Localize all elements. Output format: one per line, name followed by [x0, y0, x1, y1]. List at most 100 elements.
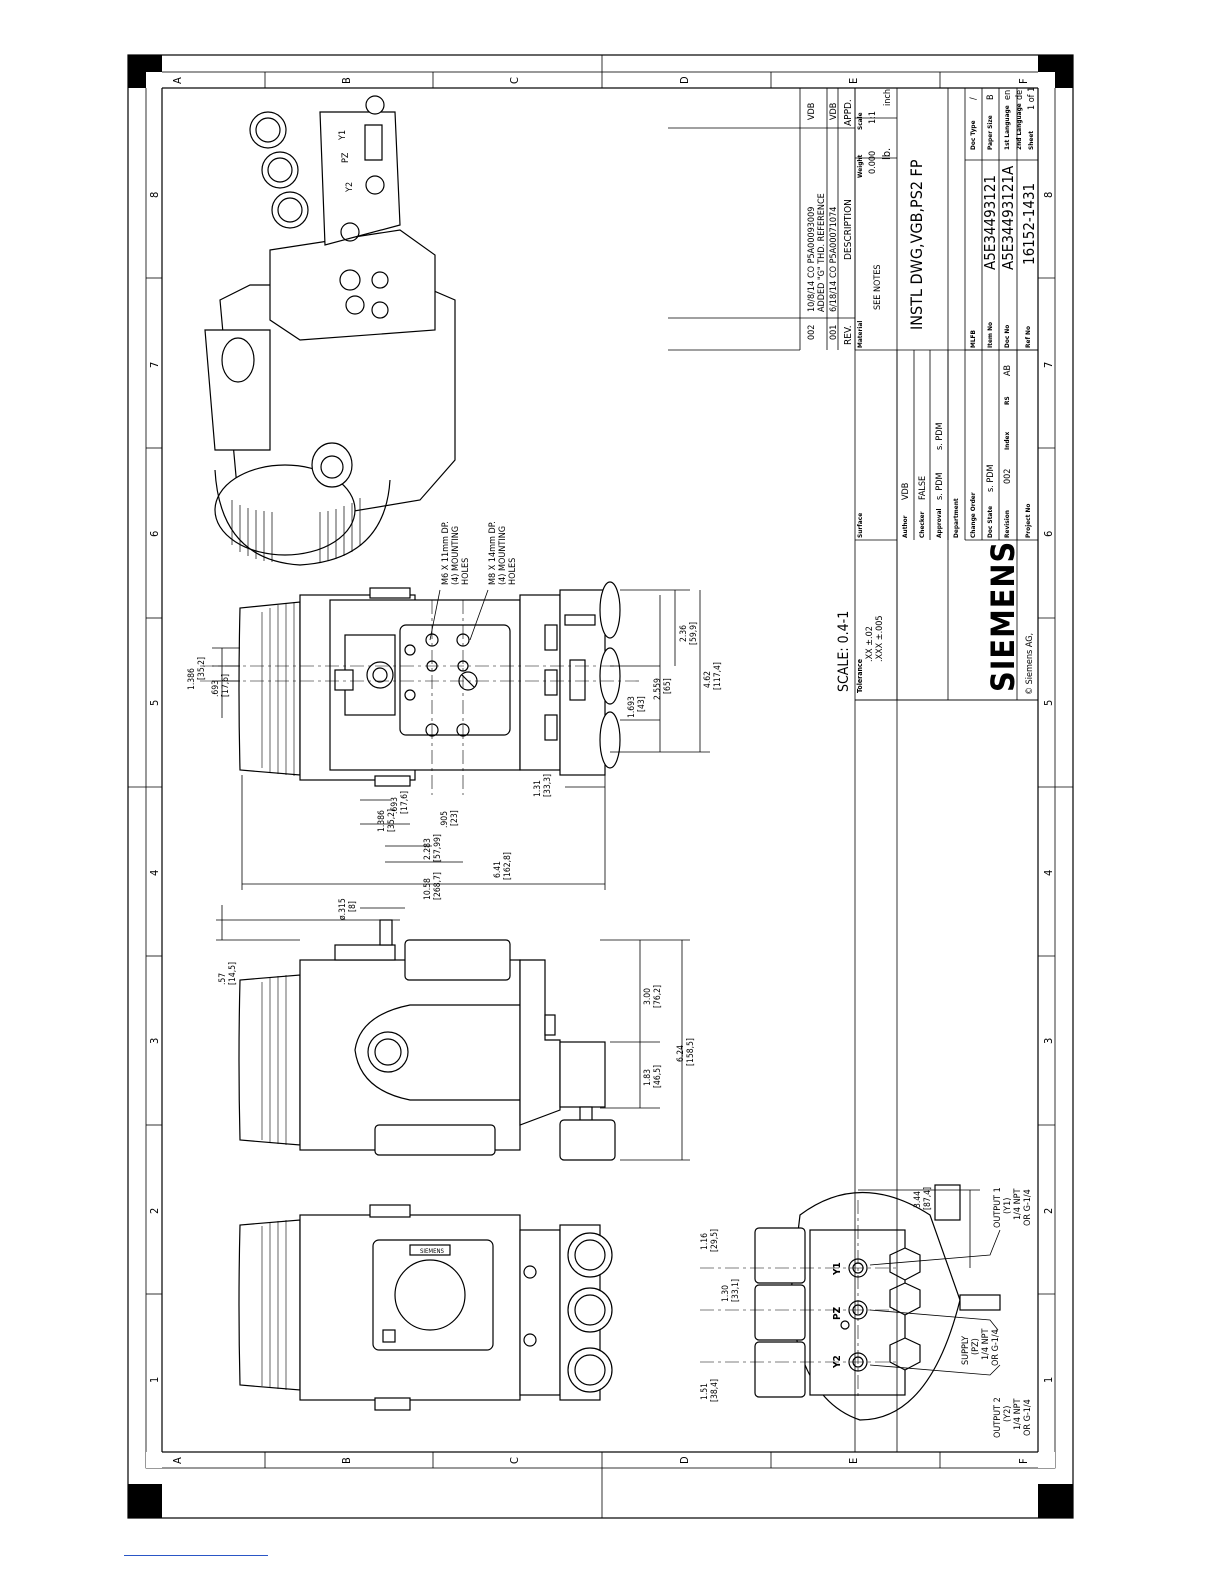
tb-scale-label: Scale — [856, 112, 864, 130]
dim-label: [117,4] — [713, 662, 723, 690]
zone-number: 8 — [1042, 192, 1055, 198]
tb-ref-label: Ref No — [1024, 326, 1032, 348]
note-output1: 1/4 NPT — [1013, 1188, 1023, 1220]
tolerance-xx: .XX ±.02 — [865, 626, 875, 662]
tb-doc-label: Doc No — [1003, 325, 1011, 348]
tb-project-label: Project No — [1024, 504, 1032, 538]
note-output2: (Y2) — [1003, 1406, 1013, 1422]
zone-letter: A — [171, 77, 184, 84]
dim-label: [35,2] — [387, 809, 397, 832]
tb-lang1-label: 1st Language — [1003, 105, 1011, 150]
svg-text:Y2: Y2 — [345, 182, 355, 193]
tb-doc-state-value: s. PDM — [986, 465, 996, 492]
tb-ab-value: AB — [1003, 365, 1013, 376]
dim-label: 10.58 — [423, 878, 433, 900]
dim-label: 2.283 — [423, 838, 433, 860]
zone-number: 8 — [148, 192, 161, 198]
scale-tolerance: SCALE: 0.4-1 Tolerance .XX ±.02 .XXX ±.0… — [836, 611, 885, 693]
dim-label: [33,3] — [543, 774, 553, 797]
tb-weight-value: 0.000 — [868, 151, 878, 174]
dim-label: [57,99] — [433, 834, 443, 862]
zone-number: 7 — [148, 362, 161, 368]
sheet-border — [127, 54, 1074, 1519]
dim-label: [162,8] — [503, 852, 513, 880]
tb-lang1-value: en — [1003, 90, 1013, 100]
zone-letter: A — [171, 1457, 184, 1464]
tb-surface-label: Surface — [856, 513, 864, 538]
zone-letter: F — [1017, 78, 1030, 84]
dim-label: 3.44 — [913, 1191, 923, 1208]
dim-label: 1.30 — [721, 1285, 731, 1302]
doc-number: A5E34493121A — [999, 165, 1017, 270]
dim-label: .693 — [390, 797, 400, 814]
zone-letter: B — [340, 1457, 353, 1464]
tolerance-xxx: .XXX ±.005 — [875, 615, 885, 662]
rev-number: 001 — [829, 325, 839, 340]
tb-revision-label: Revision — [1003, 510, 1011, 538]
dim-label: 1.386 — [187, 668, 197, 690]
mounting-hole-notes: M6 X 11mm DP. (4) MOUNTING HOLES M8 X 14… — [441, 521, 518, 585]
tb-sheet-label: Sheet — [1027, 131, 1035, 150]
zone-letter: E — [847, 78, 860, 84]
front-view-dimensions — [212, 589, 710, 890]
dim-label: [29,5] — [710, 1229, 720, 1252]
item-number: A5E34493121 — [981, 175, 999, 270]
tb-approval-value: s. PDM — [935, 473, 945, 500]
mounting-note-m8: (4) MOUNTING — [498, 526, 508, 585]
dim-label: .693 — [211, 680, 221, 697]
port-label-y1: Y1 — [832, 1262, 843, 1276]
zone-letter: C — [508, 77, 521, 84]
rev-appd: VDB — [807, 103, 817, 120]
dim-label: ø.315 — [338, 898, 348, 920]
dim-label: [87,4] — [923, 1187, 933, 1210]
dim-label: 1.693 — [627, 696, 637, 718]
footer-link-underline — [124, 1555, 268, 1556]
tb-approval-label: Approval — [935, 508, 943, 538]
drawing-title: INSTL DWG,VGB,PS2 FP — [907, 159, 926, 330]
rev-date: 10/8/14 — [807, 281, 817, 312]
dim-label: 1.83 — [643, 1069, 653, 1086]
rev-text2: ADDED "G" THD. REFERENCE — [817, 193, 827, 312]
note-supply: SUPPLY — [961, 1336, 971, 1365]
tb-rs-label: RS — [1003, 396, 1011, 405]
scale-note: SCALE: 0.4-1 — [836, 611, 852, 692]
svg-text:PZ: PZ — [341, 152, 351, 163]
dim-label: 1.16 — [700, 1233, 710, 1250]
zone-letters: A B C D E F A B C D E F — [171, 76, 1030, 1464]
dim-label: 3.00 — [643, 988, 653, 1005]
zone-number: 7 — [1042, 362, 1055, 368]
port-end-view: Y1 PZ Y2 — [700, 1184, 1001, 1421]
mounting-note-m8: M8 X 14mm DP. — [488, 521, 498, 585]
dim-label: 1.31 — [533, 780, 543, 797]
tb-mlfb-label: MLFB — [969, 329, 977, 348]
dim-label: [59,9] — [689, 622, 699, 645]
zone-letter: F — [1017, 1458, 1030, 1464]
side-view-dimension-labels: ø.315 [8] .57 [14,5] 3.00 [76,2] 1.83 [4… — [218, 898, 696, 1088]
zone-number: 6 — [1042, 531, 1055, 537]
zone-letter: B — [340, 77, 353, 84]
tb-weight-label: Weight — [856, 154, 864, 178]
isometric-view: Y1 PZ Y2 — [204, 95, 456, 566]
mounting-note-m6: (4) MOUNTING — [451, 526, 461, 585]
dim-label: 4.62 — [703, 671, 713, 688]
dim-label: [76,2] — [653, 985, 663, 1008]
rev-number: 002 — [807, 325, 817, 340]
tb-sheet-value: 1 of 1 — [1027, 87, 1037, 110]
svg-text:Y1: Y1 — [338, 130, 348, 141]
tb-doc-type-value: / — [969, 97, 979, 100]
zone-number: 4 — [148, 870, 161, 876]
copyright: © Siemens AG, — [1025, 633, 1035, 695]
dim-label: .905 — [440, 811, 450, 828]
dim-label: [65] — [663, 678, 673, 694]
zone-number: 4 — [1042, 870, 1055, 876]
note-output2: 1/4 NPT — [1013, 1398, 1023, 1430]
zone-letter: D — [678, 1456, 691, 1464]
side-view — [238, 919, 616, 1161]
tb-revision-value: 002 — [1003, 469, 1013, 484]
tb-lang2-value: de — [1015, 90, 1025, 100]
tb-author-label: Author — [901, 515, 909, 538]
dim-label: [17,6] — [221, 674, 231, 697]
dim-label: [35,2] — [197, 657, 207, 680]
rev-date: 6/18/14 — [829, 281, 839, 312]
